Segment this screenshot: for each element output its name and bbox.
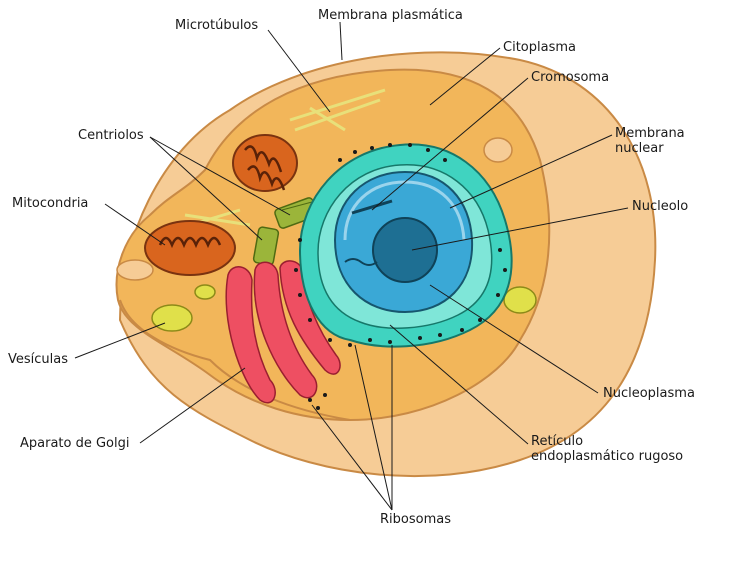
mitochondrion-lower — [144, 220, 236, 276]
label-nucleolo: Nucleolo — [632, 199, 689, 214]
chromosome — [344, 258, 378, 266]
label-nucleoplasma: Nucleoplasma — [603, 386, 695, 401]
golgi-apparatus — [225, 260, 341, 404]
label-aparato-golgi: Aparato de Golgi — [20, 436, 130, 451]
cut-edge — [119, 299, 351, 421]
vesicle — [503, 286, 537, 314]
label-microtubulos: Microtúbulos — [175, 18, 259, 33]
ribosomes — [294, 143, 507, 410]
label-membrana-nuclear: Membrana nuclear — [615, 126, 685, 156]
membrane-notch — [483, 137, 513, 163]
label-reticulo: Retículo endoplasmático rugoso — [531, 434, 684, 464]
vesicle — [151, 304, 193, 332]
vesicle — [194, 284, 216, 300]
mitochondrion-upper — [232, 134, 298, 192]
label-ribosomas: Ribosomas — [380, 512, 451, 527]
label-mitocondria: Mitocondria — [12, 196, 89, 211]
membrane-notch — [116, 259, 154, 281]
label-vesiculas: Vesículas — [8, 352, 69, 367]
label-citoplasma: Citoplasma — [503, 40, 576, 55]
label-membrana-plasmatica: Membrana plasmática — [318, 8, 463, 23]
label-centriolos: Centriolos — [78, 128, 144, 143]
leader-lines — [74, 21, 629, 511]
chromosome — [351, 199, 393, 215]
nucleolus — [372, 217, 438, 283]
label-cromosoma: Cromosoma — [531, 70, 610, 85]
